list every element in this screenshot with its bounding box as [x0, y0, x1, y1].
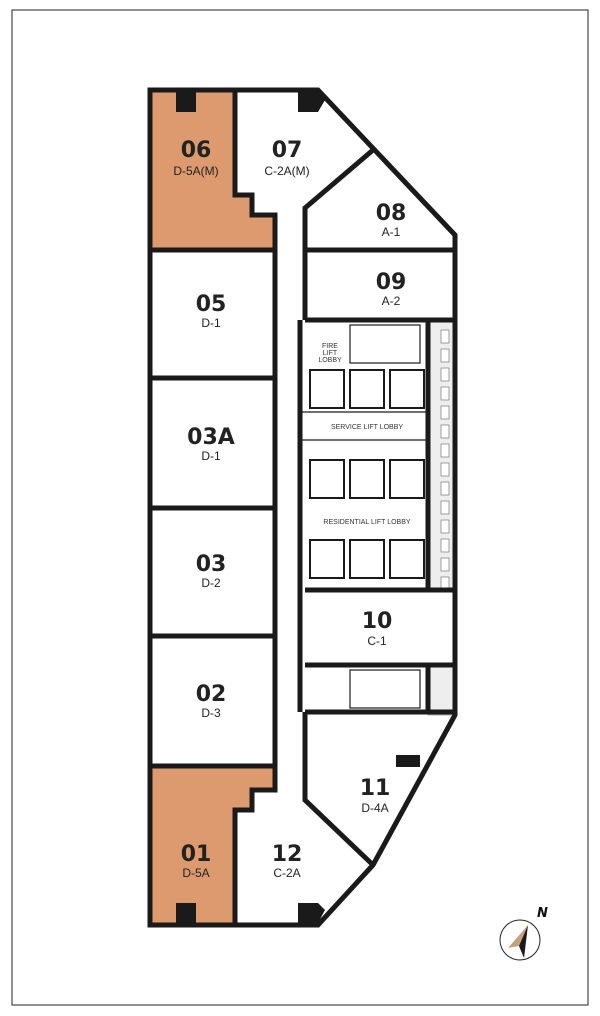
- lift-car: [349, 459, 385, 499]
- lift-car: [309, 369, 345, 409]
- unit-08-label[interactable]: 08 A-1: [376, 201, 407, 239]
- lift-car: [349, 369, 385, 409]
- unit-type: D-5A(M): [173, 164, 218, 178]
- unit-06-area[interactable]: [150, 90, 275, 248]
- unit-type: D-3: [201, 706, 221, 720]
- unit-02-label[interactable]: 02 D-3: [196, 682, 227, 720]
- unit-01-label[interactable]: 01 D-5A: [181, 842, 212, 880]
- unit-type: D-1: [201, 316, 221, 330]
- unit-07-label[interactable]: 07 C-2A(M): [264, 138, 309, 178]
- residential-lift-lobby-label: RESIDENTIAL LIFT LOBBY: [323, 519, 410, 526]
- structural-columns: [176, 92, 420, 923]
- unit-type: A-1: [382, 225, 401, 239]
- unit-10-label[interactable]: 10 C-1: [362, 609, 393, 648]
- unit-number: 03: [196, 552, 227, 577]
- lift-car: [389, 369, 425, 409]
- fire-lift-lobby-label-3: LOBBY: [318, 357, 342, 364]
- unit-01-area[interactable]: [150, 768, 275, 925]
- facade-window-box: [440, 481, 450, 496]
- unit-type: D-4A: [361, 801, 388, 815]
- fire-lift-lobby-label-1: FIRE: [322, 343, 338, 350]
- unit-number: 08: [376, 201, 407, 226]
- fire-lift-lobby-label-2: LIFT: [323, 350, 338, 357]
- facade-window-box: [440, 519, 450, 534]
- facade-window-box: [440, 329, 450, 344]
- stairs: [349, 324, 421, 709]
- unit-03a-label[interactable]: 03A D-1: [187, 425, 235, 463]
- unit-number: 12: [272, 842, 303, 867]
- facade-window-box: [440, 367, 450, 382]
- unit-05-label[interactable]: 05 D-1: [196, 292, 227, 330]
- facade-window-box: [440, 538, 450, 553]
- unit-number: 03A: [187, 425, 235, 450]
- unit-12-label[interactable]: 12 C-2A: [272, 842, 303, 880]
- unit-number: 05: [196, 292, 227, 317]
- unit-type: A-2: [382, 294, 401, 308]
- unit-11-label[interactable]: 11 D-4A: [360, 776, 391, 815]
- lift-car: [389, 539, 425, 579]
- north-compass-icon: N: [499, 906, 548, 961]
- unit-number: 07: [272, 138, 303, 163]
- unit-number: 09: [376, 270, 407, 295]
- unit-03-label[interactable]: 03 D-2: [196, 552, 227, 590]
- facade-window-box: [440, 443, 450, 458]
- lift-car: [349, 539, 385, 579]
- building-outline: [147, 87, 458, 928]
- unit-type: C-2A(M): [264, 164, 309, 178]
- unit-06-label[interactable]: 06 D-5A(M): [173, 138, 218, 178]
- facade-window-box: [440, 500, 450, 515]
- lift-car: [309, 459, 345, 499]
- unit-number: 10: [362, 609, 393, 634]
- service-lift-lobby-label: SERVICE LIFT LOBBY: [331, 424, 403, 431]
- facade-window-box: [440, 462, 450, 477]
- facade-window-box: [440, 348, 450, 363]
- unit-type: D-1: [201, 449, 221, 463]
- lift-car: [309, 539, 345, 579]
- lift-cars: [309, 369, 425, 579]
- facade-window-box: [440, 424, 450, 439]
- unit-walls: [150, 90, 455, 925]
- unit-type: C-2A: [273, 866, 300, 880]
- facade-window-box: [440, 386, 450, 401]
- unit-09-label[interactable]: 09 A-2: [376, 270, 407, 308]
- unit-type: C-1: [367, 634, 387, 648]
- unit-number: 01: [181, 842, 212, 867]
- unit-number: 02: [196, 682, 227, 707]
- lift-car: [389, 459, 425, 499]
- unit-type: D-5A: [182, 866, 209, 880]
- unit-type: D-2: [201, 576, 221, 590]
- unit-number: 06: [181, 138, 212, 163]
- facade-window-box: [440, 557, 450, 572]
- facade-window-box: [440, 405, 450, 420]
- unit-number: 11: [360, 776, 391, 801]
- compass-north-label: N: [537, 906, 548, 921]
